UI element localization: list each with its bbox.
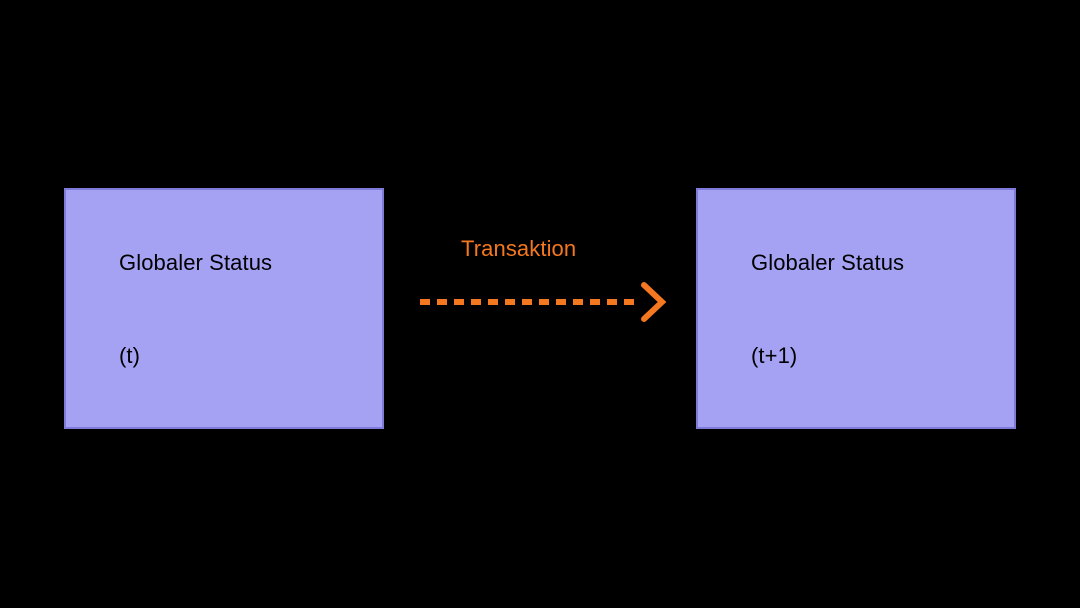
- node-title-line: Globaler Status: [119, 249, 273, 275]
- node-subtitle-line: (t+1): [751, 342, 798, 368]
- node-label-global-state-t-plus-1: Globaler Status (t+1): [698, 185, 904, 433]
- node-title-line: Globaler Status: [751, 249, 905, 275]
- transition-arrow-icon: [420, 282, 667, 322]
- node-global-state-t[interactable]: Globaler Status (t): [64, 188, 384, 429]
- node-label-global-state-t: Globaler Status (t): [66, 185, 272, 433]
- node-global-state-t-plus-1[interactable]: Globaler Status (t+1): [696, 188, 1016, 429]
- node-subtitle-line: (t): [119, 342, 141, 368]
- edge-label-transaktion: Transaktion: [461, 236, 577, 261]
- arrowhead-chevron-icon: [641, 282, 667, 322]
